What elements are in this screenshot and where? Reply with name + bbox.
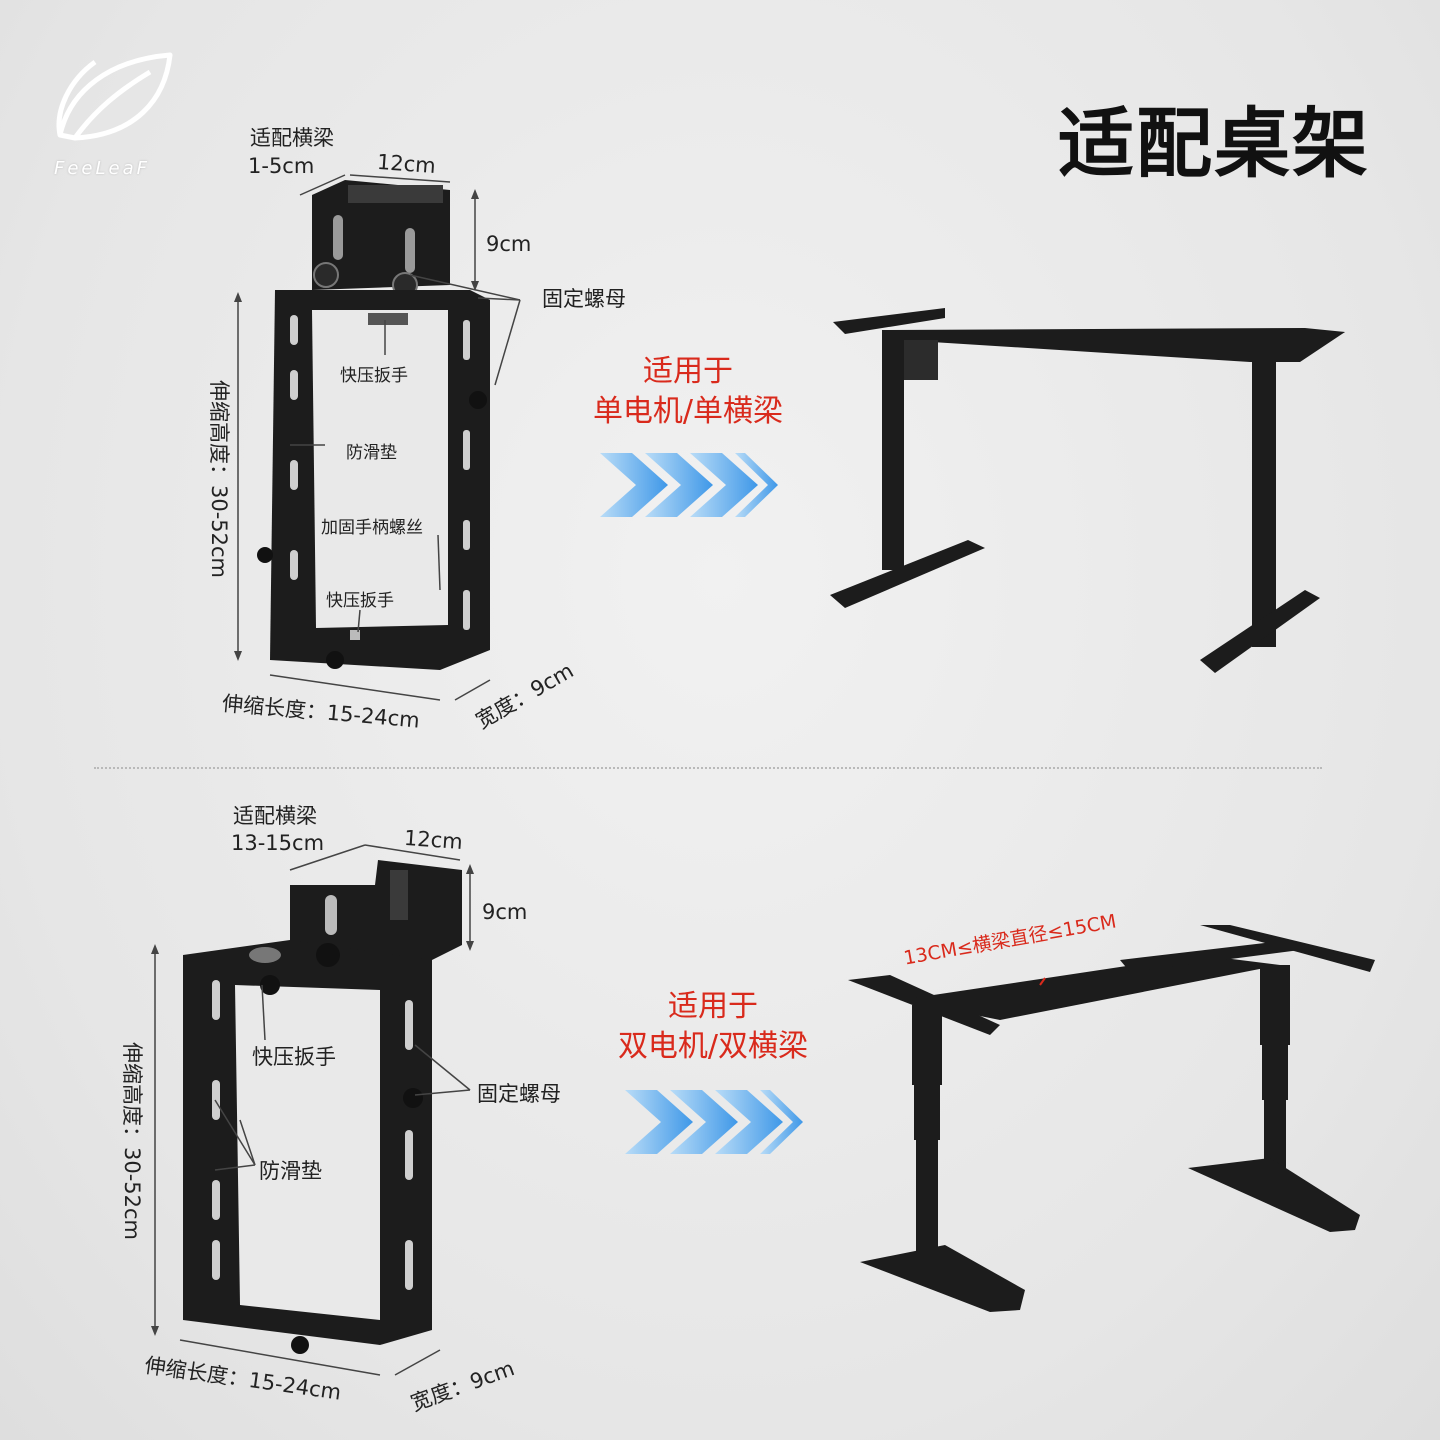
fixing-nut-label: 固定螺母 bbox=[542, 287, 626, 311]
handle-screw-label: 加固手柄螺丝 bbox=[321, 518, 423, 538]
beam-range: 13-15cm bbox=[231, 831, 325, 855]
page-title: 适配桌架 bbox=[1058, 99, 1370, 188]
chevron-arrows-icon bbox=[625, 1090, 803, 1154]
dual-beam-mount-drawing bbox=[151, 844, 474, 1376]
chevron-arrows-icon bbox=[600, 453, 778, 517]
height-dimension: 9cm bbox=[482, 900, 528, 924]
section-divider bbox=[94, 767, 1322, 769]
leaf-logo-icon bbox=[56, 52, 173, 141]
applies-type-label: 单电机/单横梁 bbox=[592, 394, 784, 429]
applies-to-label: 适用于 bbox=[668, 989, 758, 1024]
fixing-nut-label: 固定螺母 bbox=[477, 1082, 561, 1106]
beam-label: 适配横梁 bbox=[233, 804, 317, 828]
quick-wrench-label: 快压扳手 bbox=[252, 1045, 336, 1069]
quick-wrench-label: 快压扳手 bbox=[340, 366, 408, 386]
applies-type-label: 双电机/双横梁 bbox=[617, 1029, 809, 1064]
single-beam-mount-drawing bbox=[234, 174, 521, 701]
width-dimension: 12cm bbox=[376, 149, 437, 179]
anti-slip-pad-label: 防滑垫 bbox=[346, 443, 397, 463]
single-motor-desk-frame bbox=[830, 308, 1345, 673]
applies-to-label: 适用于 bbox=[643, 354, 733, 389]
height-dimension: 9cm bbox=[486, 232, 532, 256]
height-range-label: 伸缩高度：30-52cm bbox=[120, 1041, 144, 1241]
dual-motor-desk-frame bbox=[848, 925, 1375, 1312]
beam-label: 适配横梁 bbox=[250, 126, 334, 150]
anti-slip-pad-label: 防滑垫 bbox=[259, 1159, 322, 1183]
brand-wordmark: FeeLeaF bbox=[54, 158, 150, 179]
width-dimension: 12cm bbox=[403, 825, 464, 855]
quick-wrench-label: 快压扳手 bbox=[326, 591, 394, 611]
beam-range: 1-5cm bbox=[248, 154, 315, 178]
height-range-label: 伸缩高度：30-52cm bbox=[207, 379, 231, 579]
